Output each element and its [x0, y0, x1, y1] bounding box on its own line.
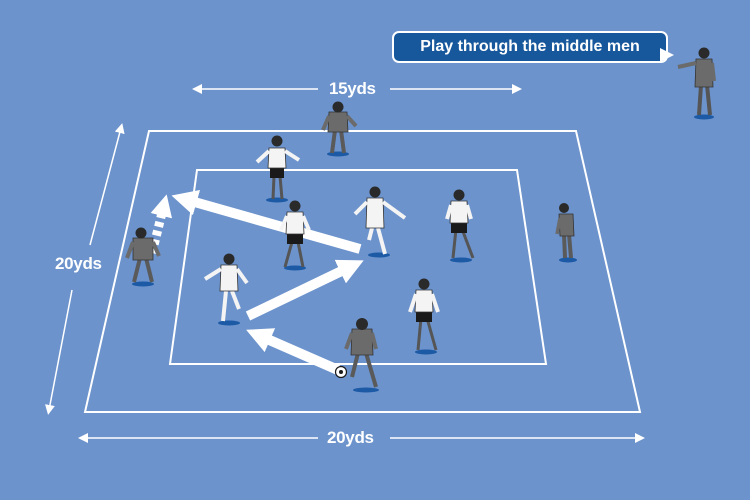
instruction-callout: Play through the middle men — [392, 31, 668, 63]
top-dimension-label: 15yds — [329, 79, 376, 98]
player-grey-with-ball — [344, 318, 379, 393]
player-white-center-left — [279, 200, 311, 271]
pass-arrow-1 — [246, 328, 341, 375]
coach-figure — [677, 47, 716, 120]
player-white-bottom — [408, 278, 440, 355]
outer-area — [83, 130, 642, 413]
pass-arrow-2 — [245, 259, 364, 321]
left-dimension-label: 20yds — [55, 254, 102, 273]
player-white-left — [203, 253, 249, 326]
inner-area — [168, 169, 548, 365]
player-white-center — [353, 186, 407, 258]
player-white-top — [255, 135, 301, 203]
bottom-dimension-label: 20yds — [327, 428, 374, 447]
ball — [334, 365, 348, 379]
pass-arrow-3 — [171, 190, 362, 254]
player-grey-right — [555, 203, 577, 263]
player-grey-left-keeper — [125, 227, 161, 287]
player-white-right — [445, 189, 475, 263]
player-grey-top — [321, 101, 358, 157]
left-dimension-arrow-up — [89, 123, 125, 246]
left-dimension-arrow-down — [45, 289, 73, 415]
callout-tail — [660, 48, 674, 62]
callout-text: Play through the middle men — [420, 38, 640, 55]
